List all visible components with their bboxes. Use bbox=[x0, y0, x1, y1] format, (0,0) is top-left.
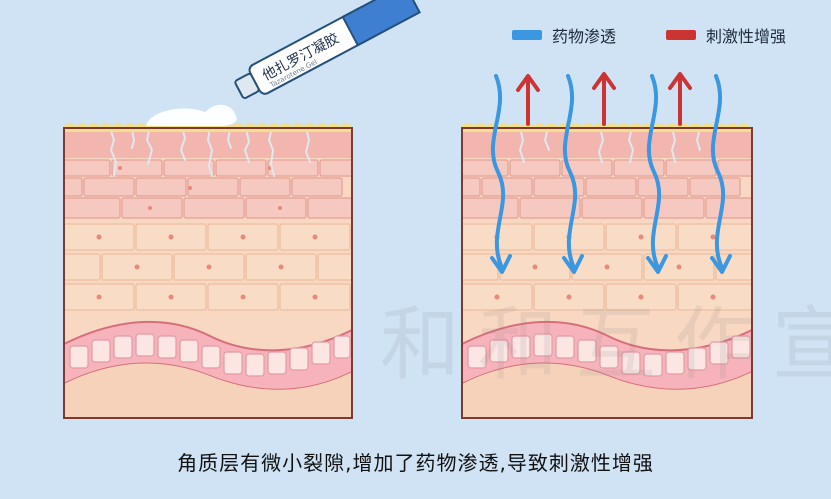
legend-swatch-red bbox=[666, 30, 696, 40]
gel-tube: 他扎罗汀凝胶 Tazarotene Gel bbox=[234, 0, 421, 99]
right-skin-block bbox=[461, 72, 753, 419]
left-skin-block bbox=[63, 104, 353, 419]
caption: 角质层有微小裂隙,增加了药物渗透,导致刺激性增强 bbox=[177, 451, 654, 475]
legend-item-irritation: 刺激性增强 bbox=[666, 24, 786, 46]
gel-blob bbox=[146, 104, 237, 126]
legend-label-irritation: 刺激性增强 bbox=[706, 27, 787, 46]
legend-item-penetration: 药物渗透 bbox=[512, 24, 616, 46]
penetration-arrows bbox=[490, 74, 726, 270]
legend-swatch-blue bbox=[512, 30, 542, 40]
irritation-arrows bbox=[516, 72, 692, 126]
legend-label-penetration: 药物渗透 bbox=[552, 27, 617, 46]
watermark: 和和互作宣 bbox=[380, 298, 831, 391]
